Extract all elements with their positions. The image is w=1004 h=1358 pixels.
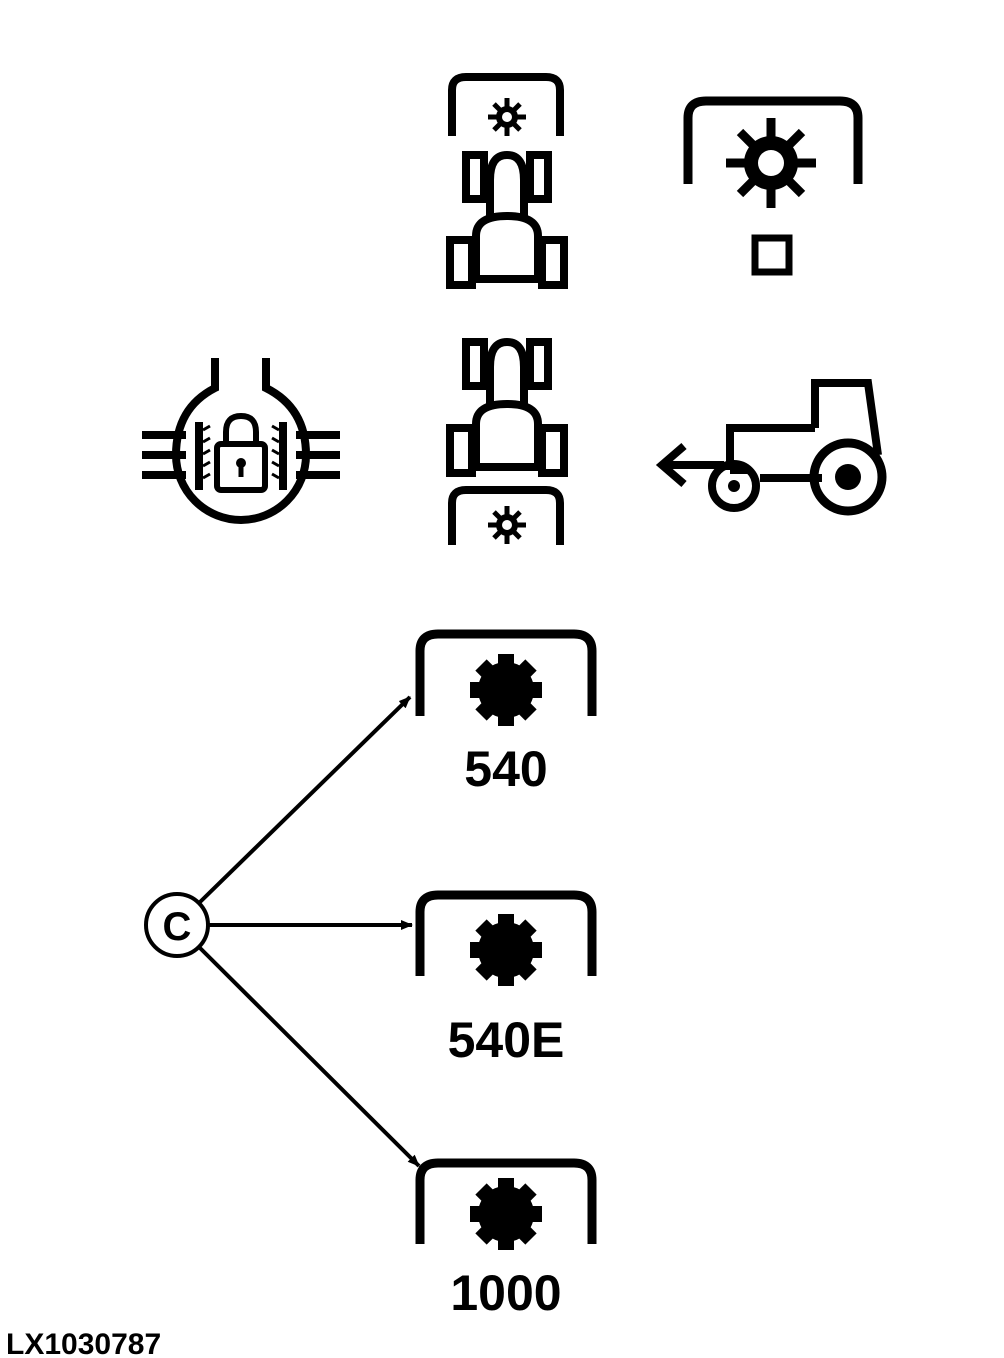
pto-on-icon xyxy=(683,96,863,276)
small-gear-icon xyxy=(488,98,526,136)
gear-icon xyxy=(726,118,816,208)
tractor-reverse-icon xyxy=(655,379,887,516)
speed-label-540e: 540E xyxy=(448,1012,565,1068)
solid-gear-icon xyxy=(470,654,542,726)
callout-letter: C xyxy=(163,905,192,949)
speed-label-1000: 1000 xyxy=(450,1265,561,1321)
solid-gear-icon xyxy=(470,1178,542,1250)
arrow-to-1000 xyxy=(197,945,421,1168)
speed-label-540: 540 xyxy=(464,741,547,797)
callout-c: C xyxy=(144,892,210,958)
arrow-to-540 xyxy=(197,695,412,905)
callout-arrows xyxy=(197,695,421,1168)
pto-540e-icon: 540E xyxy=(415,890,597,1068)
pto-540-icon: 540 xyxy=(415,629,597,797)
pto-1000-icon: 1000 xyxy=(415,1158,597,1321)
rear-pto-tractor-icon xyxy=(446,337,568,545)
front-pto-tractor-icon xyxy=(446,73,568,289)
small-gear-icon xyxy=(488,506,526,544)
padlock-icon xyxy=(214,412,268,493)
figure-id: LX1030787 xyxy=(6,1328,161,1358)
square-indicator-icon xyxy=(751,234,793,276)
solid-gear-icon xyxy=(470,914,542,986)
pto-brake-lock-icon xyxy=(142,358,340,524)
